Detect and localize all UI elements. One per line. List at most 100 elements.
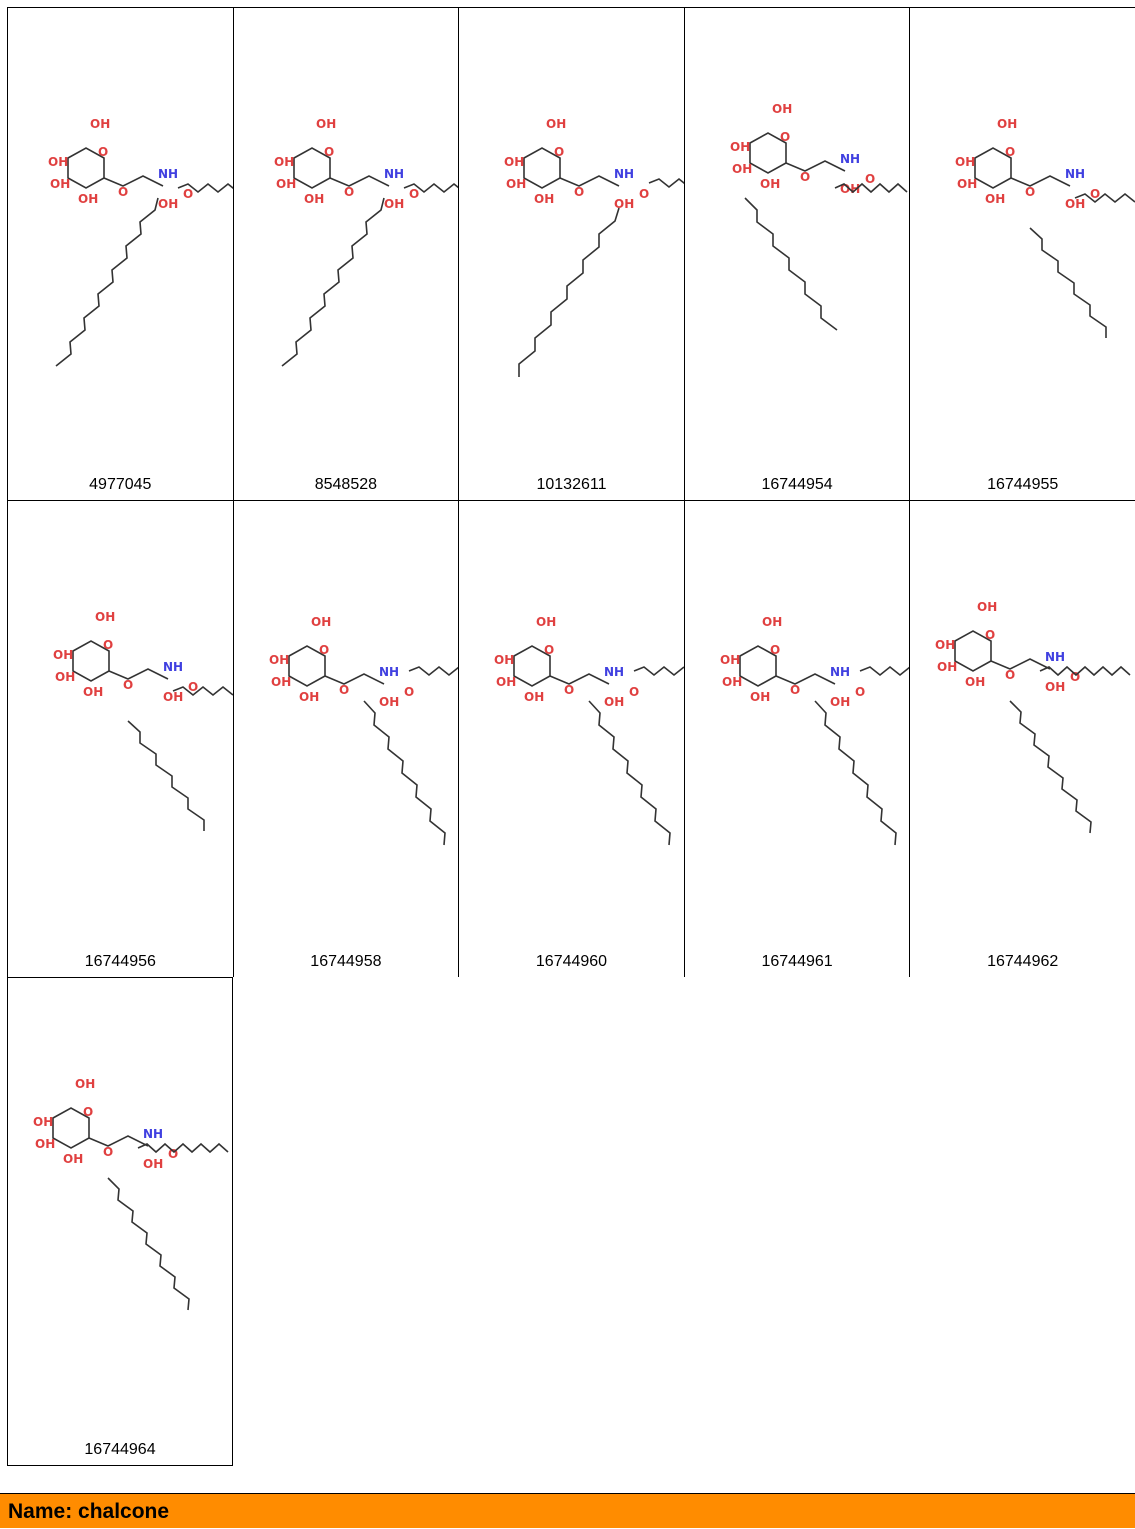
hydroxyl-label: OH <box>50 177 70 191</box>
hydroxyl-label: OH <box>546 117 566 131</box>
glycosidic-bond <box>559 175 620 187</box>
hydroxyl-label: OH <box>722 675 742 689</box>
amide-nh-label: NH <box>163 660 183 674</box>
ether-oxygen-label: O <box>103 1145 113 1159</box>
glycosidic-bond <box>324 673 384 685</box>
carbonyl-oxygen-label: O <box>168 1147 178 1161</box>
hydroxyl-label: OH <box>163 690 183 704</box>
ring-oxygen-label: O <box>103 638 113 652</box>
sphingoid-chain-bond <box>1029 227 1108 338</box>
compound-id: 16744954 <box>761 476 833 493</box>
ring-oxygen-label: O <box>324 145 334 159</box>
amide-nh-label: NH <box>384 167 404 181</box>
sphingoid-chain-bond <box>814 700 897 846</box>
hydroxyl-label: OH <box>524 690 544 704</box>
hydroxyl-label: OH <box>772 102 792 116</box>
hydroxyl-label: OH <box>143 1157 163 1171</box>
ring-oxygen-label: O <box>319 643 329 657</box>
compound-id: 8548528 <box>314 476 378 493</box>
amide-nh-label: NH <box>1065 167 1085 181</box>
hydroxyl-label: OH <box>732 162 752 176</box>
amide-nh-label: NH <box>143 1127 163 1141</box>
ether-oxygen-label: O <box>800 170 810 184</box>
hydroxyl-label: OH <box>937 660 957 674</box>
carbonyl-oxygen-label: O <box>1090 187 1100 201</box>
ether-oxygen-label: O <box>564 683 574 697</box>
amide-nh-label: NH <box>604 665 624 679</box>
hydroxyl-label: OH <box>78 192 98 206</box>
hydroxyl-label: OH <box>536 615 556 629</box>
hydroxyl-label: OH <box>75 1077 95 1091</box>
hydroxyl-label: OH <box>830 695 850 709</box>
hydroxyl-label: OH <box>379 695 399 709</box>
ether-oxygen-label: O <box>1025 185 1035 199</box>
hydroxyl-label: OH <box>534 192 554 206</box>
hydroxyl-label: OH <box>304 192 324 206</box>
hydroxyl-label: OH <box>965 675 985 689</box>
compound-name-bar: Name: chalcone <box>0 1493 1135 1528</box>
sphingoid-chain-bond <box>107 1177 190 1311</box>
amide-nh-label: NH <box>614 167 634 181</box>
glycosidic-bond <box>549 673 610 685</box>
hydroxyl-label: OH <box>985 192 1005 206</box>
acyl-chain-bond <box>859 665 911 677</box>
carbonyl-oxygen-label: O <box>409 187 419 201</box>
hydroxyl-label: OH <box>63 1152 83 1166</box>
hydroxyl-label: OH <box>504 155 524 169</box>
hydroxyl-label: OH <box>311 615 331 629</box>
acyl-chain-bond <box>648 177 686 189</box>
ether-oxygen-label: O <box>574 185 584 199</box>
ether-oxygen-label: O <box>790 683 800 697</box>
amide-nh-label: NH <box>1045 650 1065 664</box>
carbonyl-oxygen-label: O <box>404 685 414 699</box>
ring-oxygen-label: O <box>554 145 564 159</box>
sphingoid-chain-bond <box>127 720 205 831</box>
compound-id: 16744960 <box>535 953 608 970</box>
ring-oxygen-label: O <box>770 643 780 657</box>
hydroxyl-label: OH <box>977 600 997 614</box>
hydroxyl-label: OH <box>1045 680 1065 694</box>
carbonyl-oxygen-label: O <box>865 172 875 186</box>
hydroxyl-label: OH <box>274 155 294 169</box>
glycosidic-bond <box>329 175 389 187</box>
carbonyl-oxygen-label: O <box>1070 670 1080 684</box>
amide-nh-label: NH <box>840 152 860 166</box>
hydroxyl-label: OH <box>720 653 740 667</box>
glycosidic-bond <box>785 160 846 172</box>
hydroxyl-label: OH <box>55 670 75 684</box>
compound-id: 16744964 <box>84 1441 156 1458</box>
ether-oxygen-label: O <box>118 185 128 199</box>
ether-oxygen-label: O <box>339 683 349 697</box>
hydroxyl-label: OH <box>269 653 289 667</box>
hydroxyl-label: OH <box>494 653 514 667</box>
hydroxyl-label: OH <box>750 690 770 704</box>
acyl-chain-bond <box>403 182 460 194</box>
amide-nh-label: NH <box>379 665 399 679</box>
hydroxyl-label: OH <box>760 177 780 191</box>
carbonyl-oxygen-label: O <box>188 680 198 694</box>
amide-nh-label: NH <box>830 665 850 679</box>
hydroxyl-label: OH <box>316 117 336 131</box>
amide-nh-label: NH <box>158 167 178 181</box>
compound-id: 10132611 <box>536 476 607 493</box>
carbonyl-oxygen-label: O <box>183 187 193 201</box>
ring-oxygen-label: O <box>985 628 995 642</box>
glycosidic-bond <box>1011 175 1071 187</box>
